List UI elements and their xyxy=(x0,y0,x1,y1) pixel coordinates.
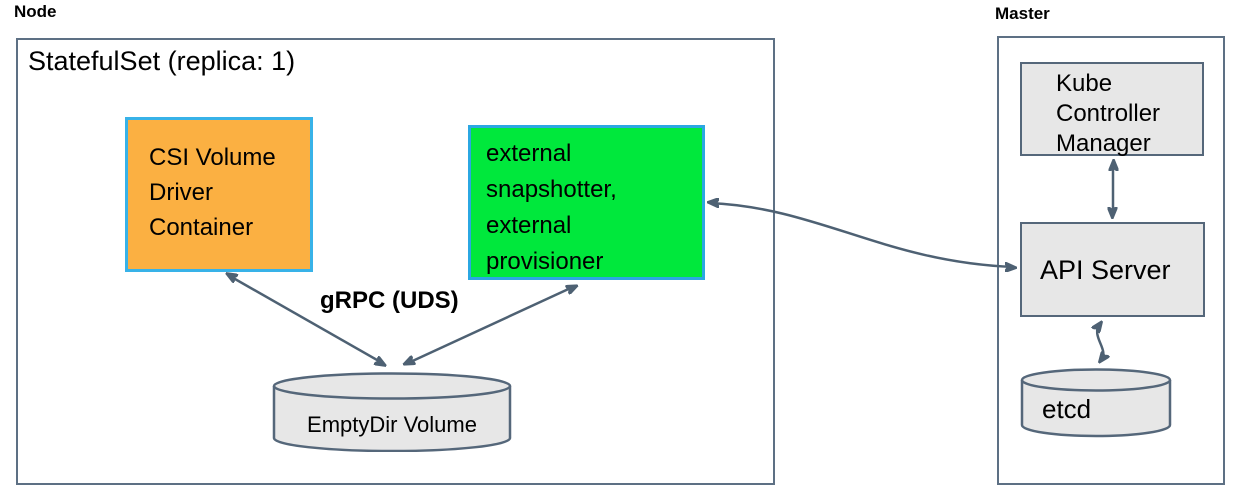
statefulset-label: StatefulSet (replica: 1) xyxy=(28,46,296,76)
node-group-label: Node xyxy=(14,2,57,21)
emptydir-volume-cylinder: EmptyDir Volume xyxy=(272,372,512,453)
api-server-box: API Server xyxy=(1020,222,1205,317)
kube-controller-manager-box: Kube Controller Manager xyxy=(1020,62,1204,157)
grpc-uds-label: gRPC (UDS) xyxy=(320,287,459,314)
master-group-label: Master xyxy=(995,4,1050,23)
external-sidecars-box: external snapshotter, external provision… xyxy=(468,125,705,280)
etcd-label: etcd xyxy=(1042,394,1092,424)
csi-volume-driver-box: CSI Volume Driver Container xyxy=(125,117,313,272)
etcd-cylinder: etcd xyxy=(1020,368,1172,438)
emptydir-volume-label: EmptyDir Volume xyxy=(307,412,477,437)
